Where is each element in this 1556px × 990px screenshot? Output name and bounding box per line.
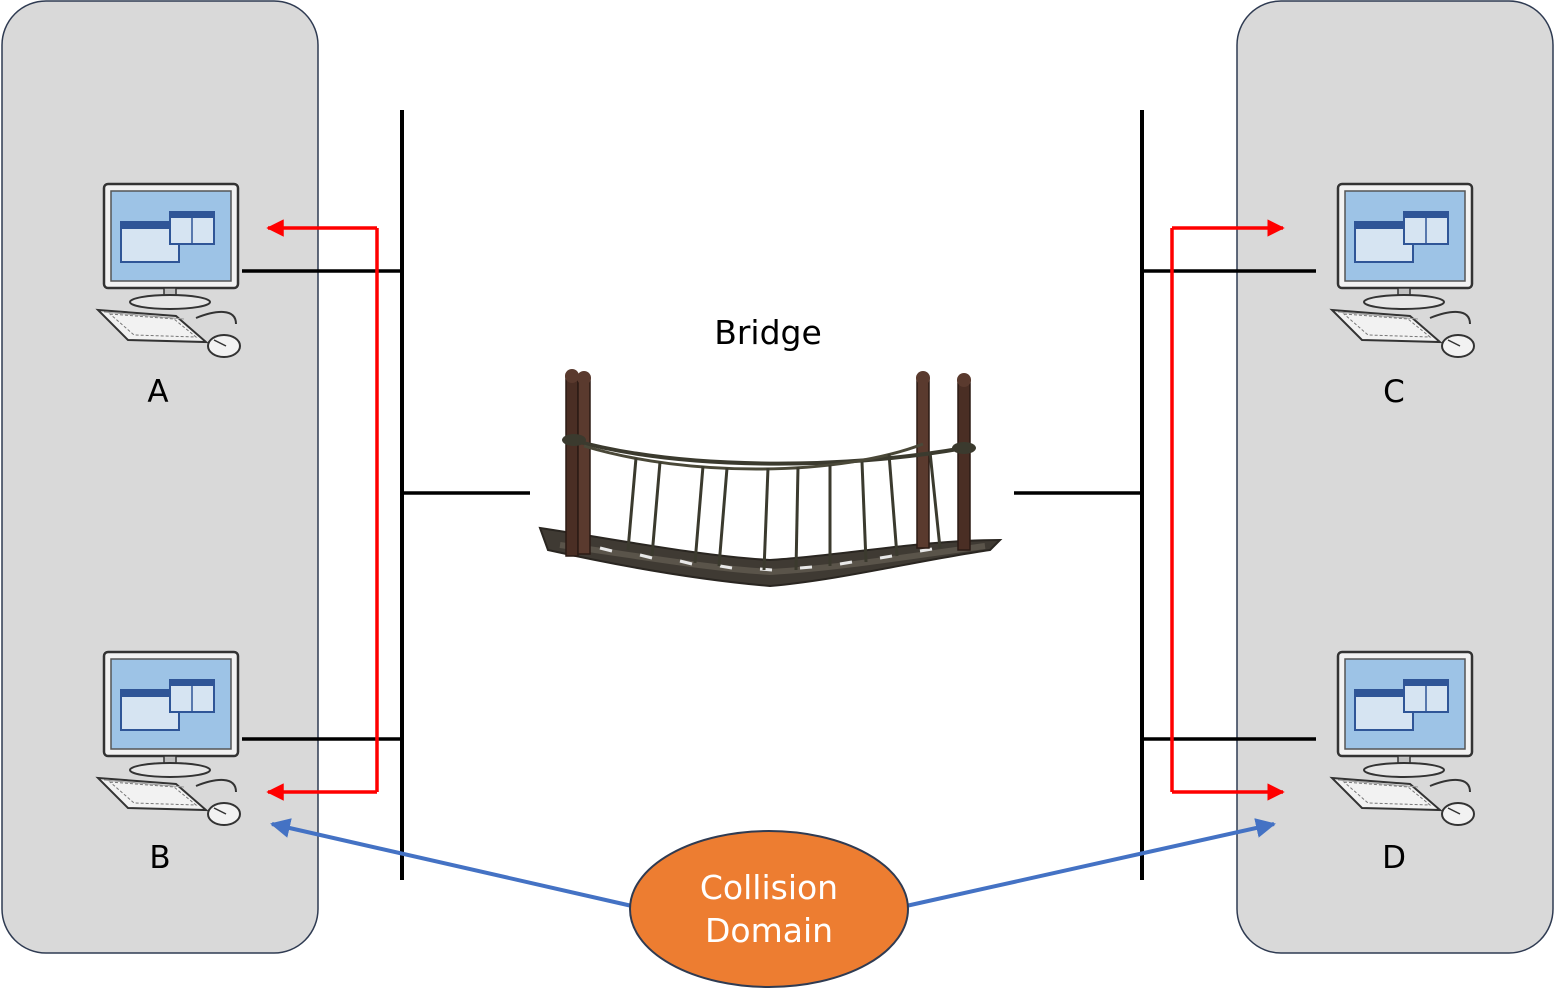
domain-arrow-right: [905, 818, 1276, 908]
collision-domain-label-line1: Collision: [700, 868, 838, 907]
right-segment-panel: [1236, 0, 1554, 954]
host-label-a: A: [147, 374, 168, 410]
right-frame-arrows: [1170, 219, 1285, 801]
host-label-c: C: [1383, 374, 1405, 410]
rope-bridge-icon: [538, 369, 1003, 588]
host-label-d: D: [1382, 840, 1406, 876]
collision-domain-label-line2: Domain: [705, 911, 833, 950]
left-frame-arrows: [266, 219, 379, 801]
left-segment-panel: [1, 0, 319, 954]
bridge-label: Bridge: [714, 313, 822, 352]
collision-domain-ellipse: [629, 830, 909, 988]
host-label-b: B: [149, 840, 170, 876]
domain-arrow-left: [270, 818, 633, 908]
